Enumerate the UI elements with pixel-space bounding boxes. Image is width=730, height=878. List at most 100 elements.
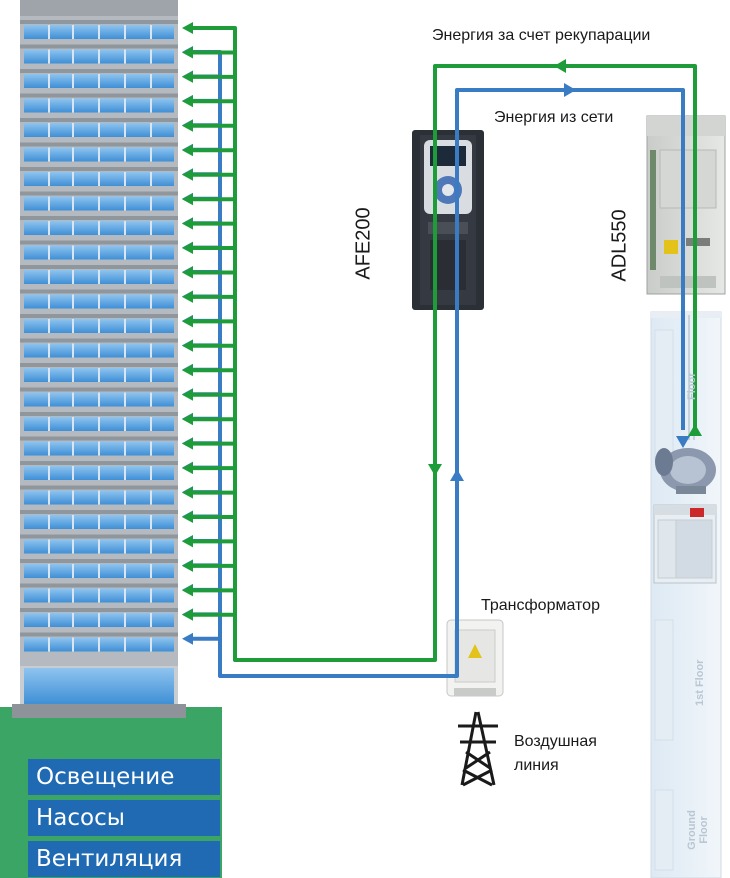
window-mullion [150,245,152,260]
window-mullion [98,441,100,456]
elevator-cabin [653,504,717,584]
overhead-line-label-line2: линия [514,757,559,774]
window-mullion [98,637,100,652]
window-mullion [98,343,100,358]
floor-slab [20,363,178,367]
window-mullion [150,294,152,309]
window-mullion [72,392,74,407]
window-mullion [124,245,126,260]
window-mullion [98,319,100,333]
floor-slab [20,44,178,49]
building-base [12,704,186,718]
window-mullion [124,588,126,603]
flow-arrows [182,22,702,645]
window-mullion [48,221,50,235]
floor-slab [20,559,178,563]
motor-down-arrow [676,436,690,448]
floor-slab [20,583,178,588]
window-mullion [150,49,152,64]
floor-slab [20,118,178,122]
power-wiring [186,26,697,678]
window-mullion [98,466,100,480]
floor-slab [20,534,178,539]
window-mullion [48,74,50,88]
recuperation-flow-arrow [554,59,566,73]
floor-arrow-green [182,315,193,328]
window-mullion [98,172,100,186]
window-mullion [72,564,74,578]
window-mullion [72,637,74,652]
recuperation-energy-label: Энергия за счет рекупарации [432,27,651,44]
window-mullion [150,368,152,382]
floor-arrow-green [182,437,193,450]
adl550-label: ADL550 [608,209,631,282]
transformer [446,619,504,697]
afe200-label: AFE200 [352,207,375,280]
window-mullion [48,637,50,652]
floor-arrow-green [182,290,193,303]
afe-down-arrow [428,464,442,476]
window-mullion [150,539,152,554]
shaft-ground-floor-label: Ground Floor [686,800,710,860]
floor-slab [20,632,178,637]
window-mullion [98,74,100,88]
motor-up-arrow [688,424,702,436]
building [20,16,178,666]
window-mullion [150,515,152,529]
window-mullion [124,74,126,88]
window-mullion [48,319,50,333]
floor-slab [20,436,178,441]
floor-slab [20,338,178,343]
floor-arrow-green [182,559,193,572]
floor-slab [20,510,178,514]
floor-arrow-green [182,266,193,279]
window-mullion [124,637,126,652]
window-mullion [150,417,152,431]
window-mullion [98,270,100,284]
window-mullion [124,49,126,64]
floor-arrow-green [182,413,193,426]
floor-arrow-green [182,144,193,157]
power-pylon [458,711,498,787]
floor-arrow-green [182,95,193,108]
floor-slab [20,216,178,220]
window-mullion [72,294,74,309]
window-mullion [150,98,152,113]
floor-arrow-green [182,388,193,401]
window-mullion [48,98,50,113]
window-mullion [98,147,100,162]
window-mullion [150,392,152,407]
elevator-shaft [650,311,722,878]
window-mullion [124,196,126,211]
window-mullion [48,343,50,358]
window-mullion [48,123,50,137]
afe200-drive [412,130,484,310]
window-mullion [48,294,50,309]
overhead-line-label: Воздушная линия [514,730,597,778]
window-mullion [124,221,126,235]
window-mullion [72,613,74,627]
window-mullion [72,441,74,456]
window-mullion [72,221,74,235]
window-mullion [48,515,50,529]
window-mullion [124,392,126,407]
window-mullion [124,515,126,529]
floor-arrow-green [182,22,193,34]
window-mullion [48,172,50,186]
window-mullion [72,74,74,88]
window-mullion [98,588,100,603]
window-mullion [150,270,152,284]
floor-slab [20,191,178,196]
floor-arrow-green [182,511,193,523]
floor-slab [20,69,178,73]
window-mullion [48,368,50,382]
window-mullion [48,270,50,284]
adl550-drive [646,115,726,295]
window-mullion [72,147,74,162]
floor-arrow-green [182,339,193,352]
building-roof [20,0,178,18]
window-mullion [150,613,152,627]
window-mullion [72,196,74,211]
window-mullion [48,613,50,627]
